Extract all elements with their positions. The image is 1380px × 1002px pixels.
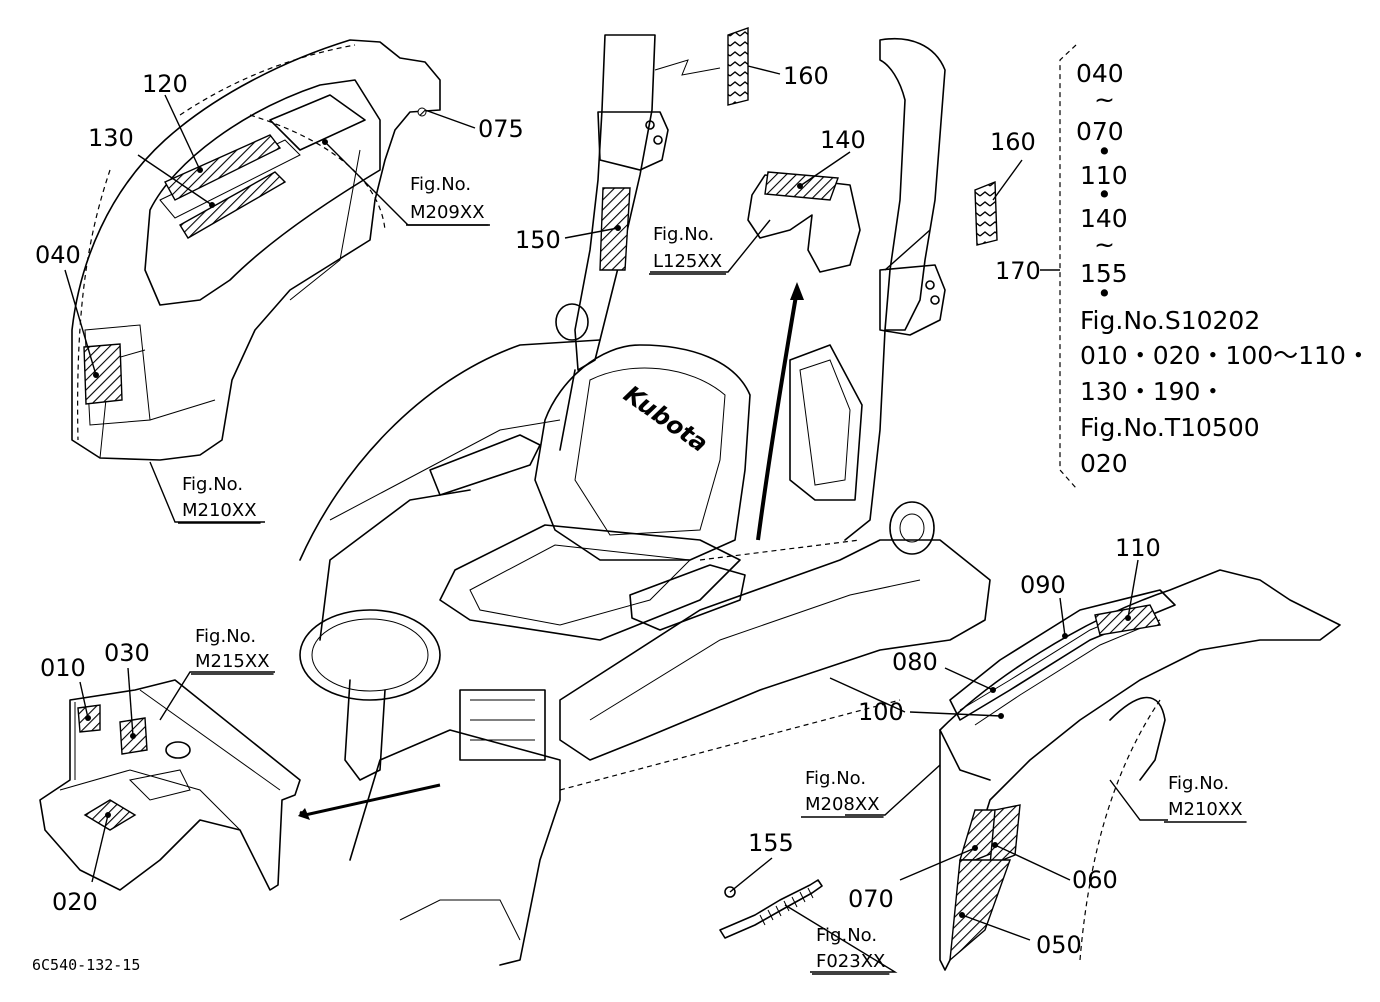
bracket-line-13: 130・190・ <box>1080 377 1225 406</box>
part-label-140: 140 <box>820 126 866 154</box>
part-label-170: 170 <box>995 257 1041 285</box>
bracket-line-10: • <box>1097 279 1112 308</box>
bracket-line-11: Fig.No.S10202 <box>1080 306 1260 335</box>
part-label-110: 110 <box>1115 534 1161 562</box>
part-label-030: 030 <box>104 639 150 667</box>
bracket-line-14: Fig.No.T10500 <box>1080 413 1260 442</box>
left-panel-drawing <box>39 679 301 891</box>
decal-120 <box>164 134 282 201</box>
part-label-020: 020 <box>52 888 98 916</box>
decal-130 <box>179 171 287 239</box>
part-label-040: 040 <box>35 241 81 269</box>
part-label-080: 080 <box>892 648 938 676</box>
left-fender-drawing <box>71 39 441 461</box>
part-label-160-top: 160 <box>783 62 829 90</box>
part-label-120: 120 <box>142 70 188 98</box>
part-label-160-right: 160 <box>990 128 1036 156</box>
figref-m210-left-title: Fig.No. <box>182 474 243 495</box>
figref-m208-title: Fig.No. <box>805 768 866 789</box>
bracket-line-6: • <box>1097 180 1112 209</box>
decal-075 <box>417 107 427 117</box>
figure-references: Fig.No. M209XX Fig.No. M210XX Fig.No. L1… <box>182 174 1243 972</box>
part-label-010: 010 <box>40 654 86 682</box>
part-label-075: 075 <box>478 115 524 143</box>
right-fender-drawing <box>939 569 1341 971</box>
figref-m209-code: M209XX <box>410 202 485 223</box>
seat-label-part-140 <box>747 171 861 273</box>
figref-m210-right-code: M210XX <box>1168 799 1243 820</box>
reflector-160-top <box>727 27 749 106</box>
part-label-130: 130 <box>88 124 134 152</box>
bracket-line-3: 070 <box>1076 117 1124 146</box>
spring-155-drawing <box>719 879 823 939</box>
rops-and-seat-drawing <box>298 34 991 966</box>
figref-l125-title: Fig.No. <box>653 224 714 245</box>
decal-050 <box>949 859 1011 962</box>
decal-040 <box>83 343 123 405</box>
figref-l125-code: L125XX <box>653 251 722 272</box>
bracket-line-5: 110 <box>1080 161 1128 190</box>
bracket-list: 040 ~ 070 • 110 • 140 ~ 155 • Fig.No.S10… <box>1076 59 1371 478</box>
figref-f023-title: Fig.No. <box>816 925 877 946</box>
figref-m209-title: Fig.No. <box>410 174 471 195</box>
bracket-line-15: 020 <box>1080 449 1128 478</box>
reflector-160-right <box>974 180 998 246</box>
decal-060 <box>989 804 1021 867</box>
part-label-155: 155 <box>748 829 794 857</box>
bracket-line-1: 040 <box>1076 59 1124 88</box>
drawing-code: 6C540-132-15 <box>32 956 140 974</box>
bracket-line-9: 155 <box>1080 259 1128 288</box>
bracket-line <box>1059 44 1077 489</box>
part-label-070: 070 <box>848 885 894 913</box>
figref-m210-right-title: Fig.No. <box>1168 773 1229 794</box>
bracket-line-4: • <box>1097 137 1112 166</box>
bracket-line-12: 010・020・100〜110・ <box>1080 341 1371 370</box>
figref-m210-left-code: M210XX <box>182 500 257 521</box>
figref-m215-code: M215XX <box>195 651 270 672</box>
part-label-150: 150 <box>515 226 561 254</box>
part-label-050: 050 <box>1036 931 1082 959</box>
bracket-line-8: ~ <box>1094 230 1115 259</box>
bracket-line-7: 140 <box>1080 204 1128 233</box>
part-label-100: 100 <box>858 698 904 726</box>
bracket-line-2: ~ <box>1094 85 1115 114</box>
seat-brand: Kubota <box>619 380 713 458</box>
part-labels: 120 130 040 075 150 160 140 160 170 110 … <box>35 62 1161 959</box>
figref-m208-code: M208XX <box>805 794 880 815</box>
figref-m215-title: Fig.No. <box>195 626 256 647</box>
figref-f023-code: F023XX <box>816 951 885 972</box>
part-label-090: 090 <box>1020 571 1066 599</box>
part-label-060: 060 <box>1072 866 1118 894</box>
